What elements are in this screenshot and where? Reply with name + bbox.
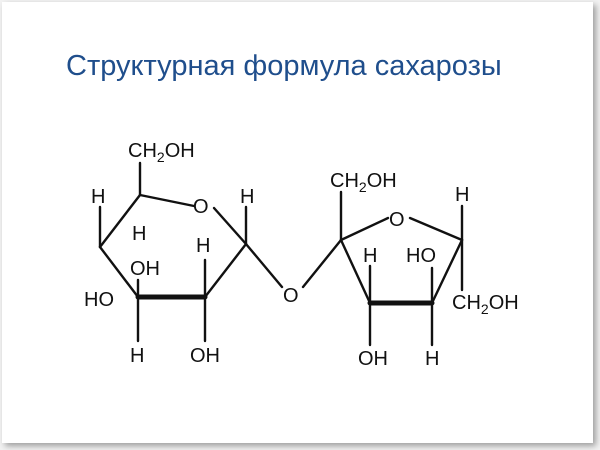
bond-c2-c1 [203, 242, 248, 299]
bond-c4f-c5f [430, 238, 464, 305]
bond-o-c1 [212, 206, 248, 246]
fructose-ho-inner: HO [406, 245, 436, 267]
fructose-h-bottom: H [425, 348, 439, 370]
bond-c5-o [138, 193, 196, 208]
bond-o-c5f [408, 216, 464, 242]
fructose-h-inner: H [363, 245, 377, 267]
glycosidic-o-label: O [283, 285, 299, 307]
fructose-ring [339, 190, 464, 347]
bond-bridge-o-c2f [301, 238, 343, 289]
glucose-ring-o-label: O [193, 196, 209, 218]
glucose-h-upper-right: H [240, 186, 254, 208]
fructose-oh-bottom: OH [358, 348, 388, 370]
glucose-oh-inner: OH [130, 258, 160, 280]
glucose-oh-bottom: OH [190, 345, 220, 367]
glucose-h-inner-right: H [196, 235, 210, 257]
slide-title: Структурная формула сахарозы [66, 50, 502, 82]
bond-c4-c3 [98, 245, 140, 299]
glucose-ch2oh-label: CH2OH [128, 140, 195, 165]
fructose-ch2oh-right: CH2OH [452, 292, 519, 317]
glucose-h-inner-left: H [132, 223, 146, 245]
fructose-ring-o-label: O [389, 209, 405, 231]
glucose-ho-left: HO [84, 289, 114, 311]
bond-c2f-o [339, 216, 390, 242]
fructose-ch2oh-top: CH2OH [330, 170, 397, 195]
bond-c2f-c3f [339, 238, 372, 305]
glucose-h-bottom: H [130, 345, 144, 367]
bond-c1-bridge-o [244, 242, 284, 289]
fructose-h-top-right: H [455, 184, 469, 206]
glucose-h-upper-left: H [91, 186, 105, 208]
glucose-ring [98, 161, 284, 343]
bond-c5-c4 [98, 193, 142, 249]
